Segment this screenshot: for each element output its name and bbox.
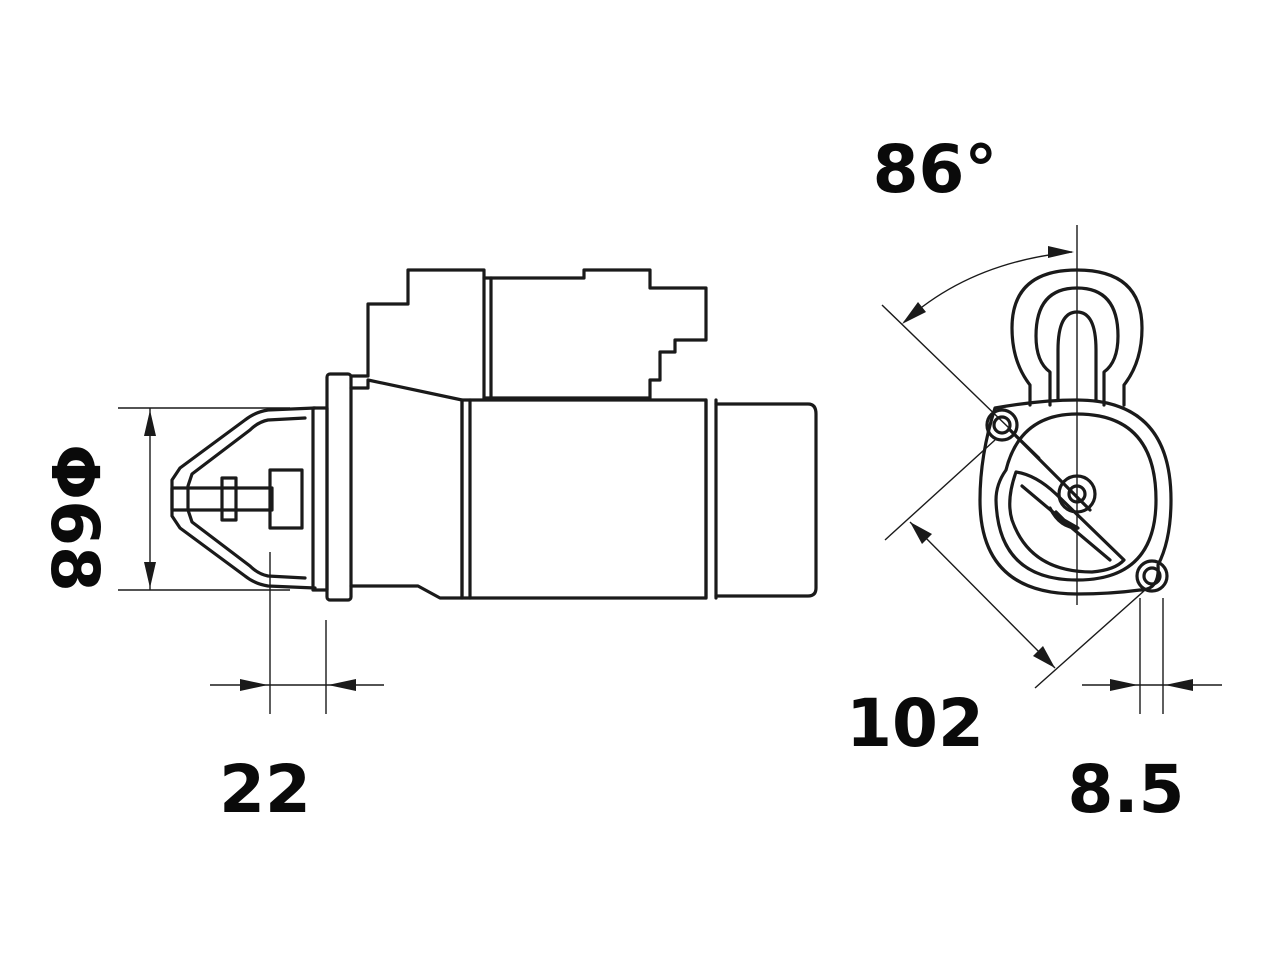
drive-nose <box>170 406 317 590</box>
flange-offset-label: 8.5 <box>1068 751 1185 828</box>
inner-housing <box>994 412 1158 582</box>
diameter-dimension <box>118 407 290 591</box>
shaft-offset-dimension <box>210 552 384 714</box>
angle-dimension <box>881 246 1074 459</box>
side-view <box>118 268 818 714</box>
bolt-hole-bottom <box>1135 559 1169 593</box>
motor-body <box>460 398 818 600</box>
cam-cover <box>1008 428 1126 574</box>
bolt-hole-top <box>985 408 1019 442</box>
bolt-spacing-dimension <box>884 439 1146 689</box>
solenoid <box>349 268 708 400</box>
angle-label: 86° <box>873 131 998 208</box>
intermediate-housing <box>349 378 464 600</box>
mounting-flange <box>311 372 353 602</box>
shaft-offset-label: 22 <box>219 751 311 828</box>
diameter-label: Φ68 <box>36 444 113 592</box>
bolt-spacing-label: 102 <box>846 685 984 762</box>
flange-offset-dimension <box>1082 598 1222 714</box>
shaft-end <box>1048 474 1097 530</box>
end-view <box>881 225 1222 714</box>
